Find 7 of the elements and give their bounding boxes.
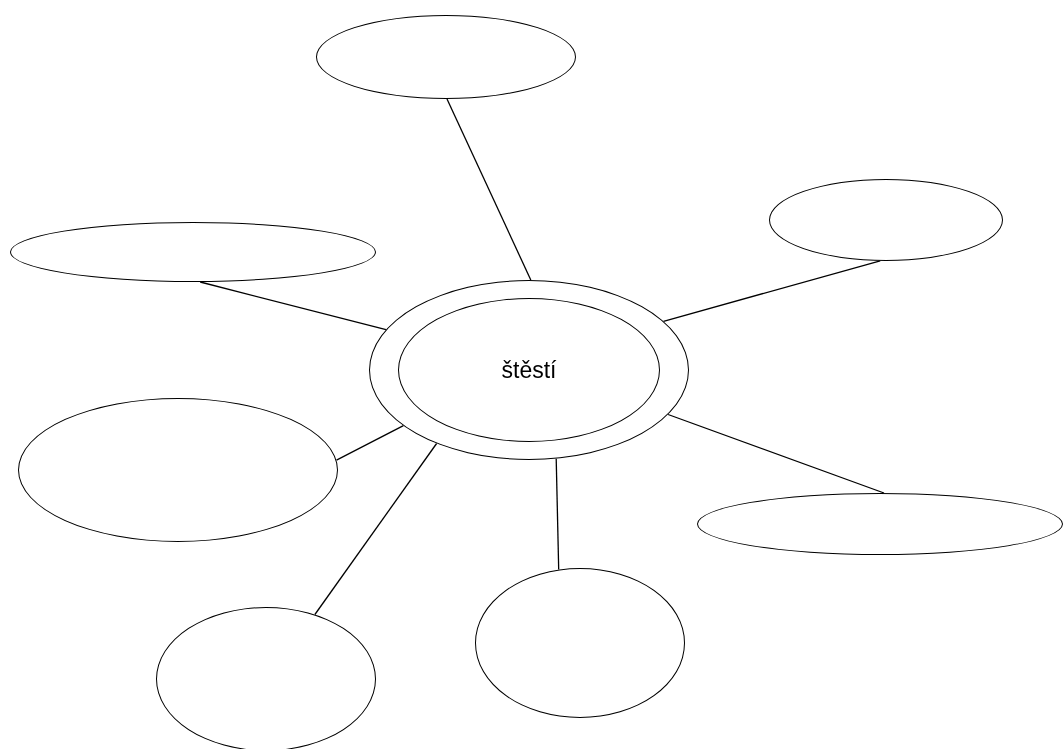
connector-line: [662, 260, 881, 322]
connector-line: [199, 281, 387, 331]
connector-line: [314, 442, 438, 616]
connector-line: [446, 98, 532, 281]
connector-line: [335, 425, 405, 461]
node-label: štěstí: [501, 356, 557, 384]
connector-line: [667, 413, 885, 494]
